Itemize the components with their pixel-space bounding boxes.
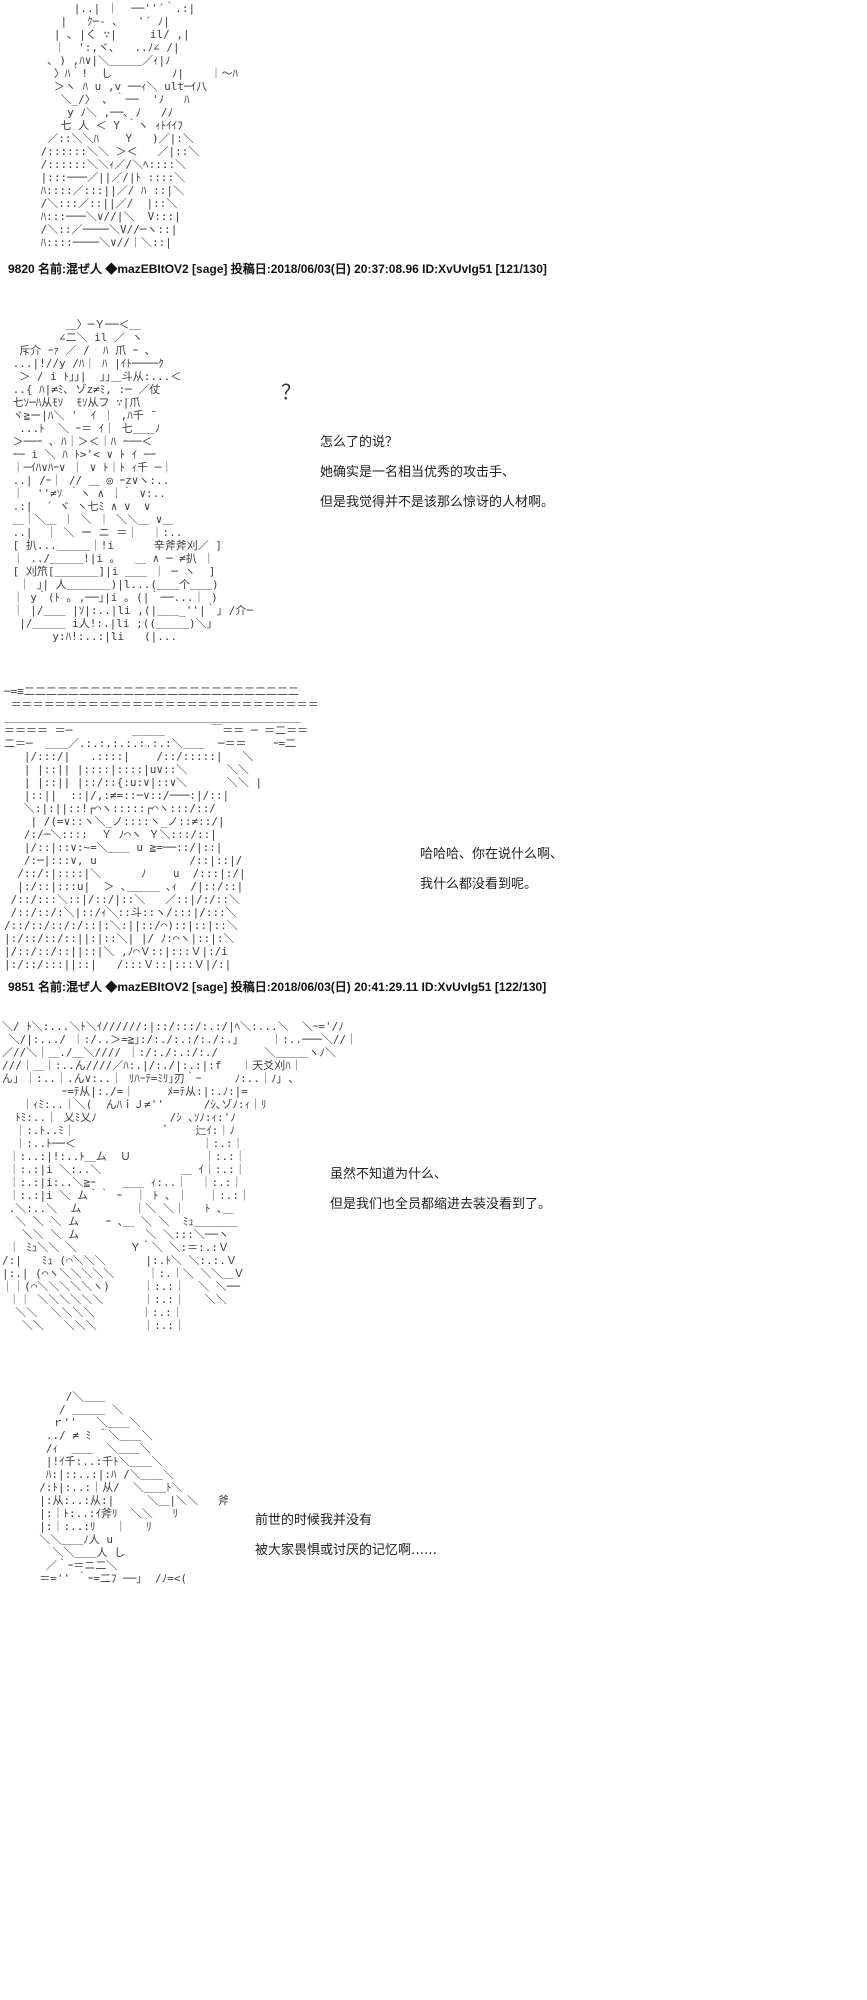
ascii-art-9851-small: /＼＿＿ / ＿＿＿ ＼ ｒ'' ＼＿＿＼ ../ ≠ ﾐ ｀＼＿＿＼ /ｨ ＿… [39,1390,229,1585]
dialogue-9820-girl: 怎么了的说？ 她确实是一名相当优秀的攻击手、 但是我觉得并不是该那么惊讶的人材啊… [320,428,554,518]
dialogue-line: 被大家畏惧或讨厌的记忆啊…… [255,1543,438,1558]
ascii-art-9820-girl: ＿〉─Ｙ──＜＿ ∠二＼ il ／ ヽ 斥介 ｰｧ ／ / ﾊ 爪 ｰ ､ ..… [12,318,253,643]
ascii-art-previous-post: |..| ｜ ──''´｀.:| | ｸ─- ､ '´ ﾉ| | ､ |く ∵|… [40,2,238,249]
dialogue-line: 我什么都没看到呢。 [420,877,538,892]
ascii-art-9851-group: ＼/ ﾄ＼:...＼ﾄ＼ｲ//////:|::/:::/:.:/|ﾍ＼:...＼… [2,1020,358,1332]
dialogue-line: 哈哈哈、你在说什么啊、 [420,847,564,862]
dialogue-9820-laughing: 哈哈哈、你在说什么啊、 我什么都没看到呢。 [420,840,563,900]
post-header-9820: 9820 名前:混ぜ人 ◆mazEBItOV2 [sage] 投稿日:2018/… [8,262,547,276]
dialogue-line: 但是我们也全员都缩进去装没看到了。 [330,1197,552,1212]
dialogue-line: 怎么了的说？ [320,435,399,450]
ascii-art-9820-laughing: ─=≡二二二二二二二二二二二二二二二二二二二二二二二二二 ＝＝＝＝＝＝＝＝＝＝＝… [4,685,319,971]
dialogue-line: 她确实是一名相当优秀的攻击手、 [320,465,516,480]
dialogue-9851-small: 前世的时候我并没有 被大家畏惧或讨厌的记忆啊…… [255,1506,437,1566]
post-header-9851: 9851 名前:混ぜ人 ◆mazEBItOV2 [sage] 投稿日:2018/… [8,980,547,994]
dialogue-line: 前世的时候我并没有 [255,1513,373,1528]
dialogue-9851-group: 虽然不知道为什么、 但是我们也全员都缩进去装没看到了。 [330,1160,551,1220]
question-mark: ？ [281,380,301,404]
dialogue-line: 但是我觉得并不是该那么惊讶的人材啊。 [320,495,555,510]
dialogue-line: 虽然不知道为什么、 [330,1167,448,1182]
